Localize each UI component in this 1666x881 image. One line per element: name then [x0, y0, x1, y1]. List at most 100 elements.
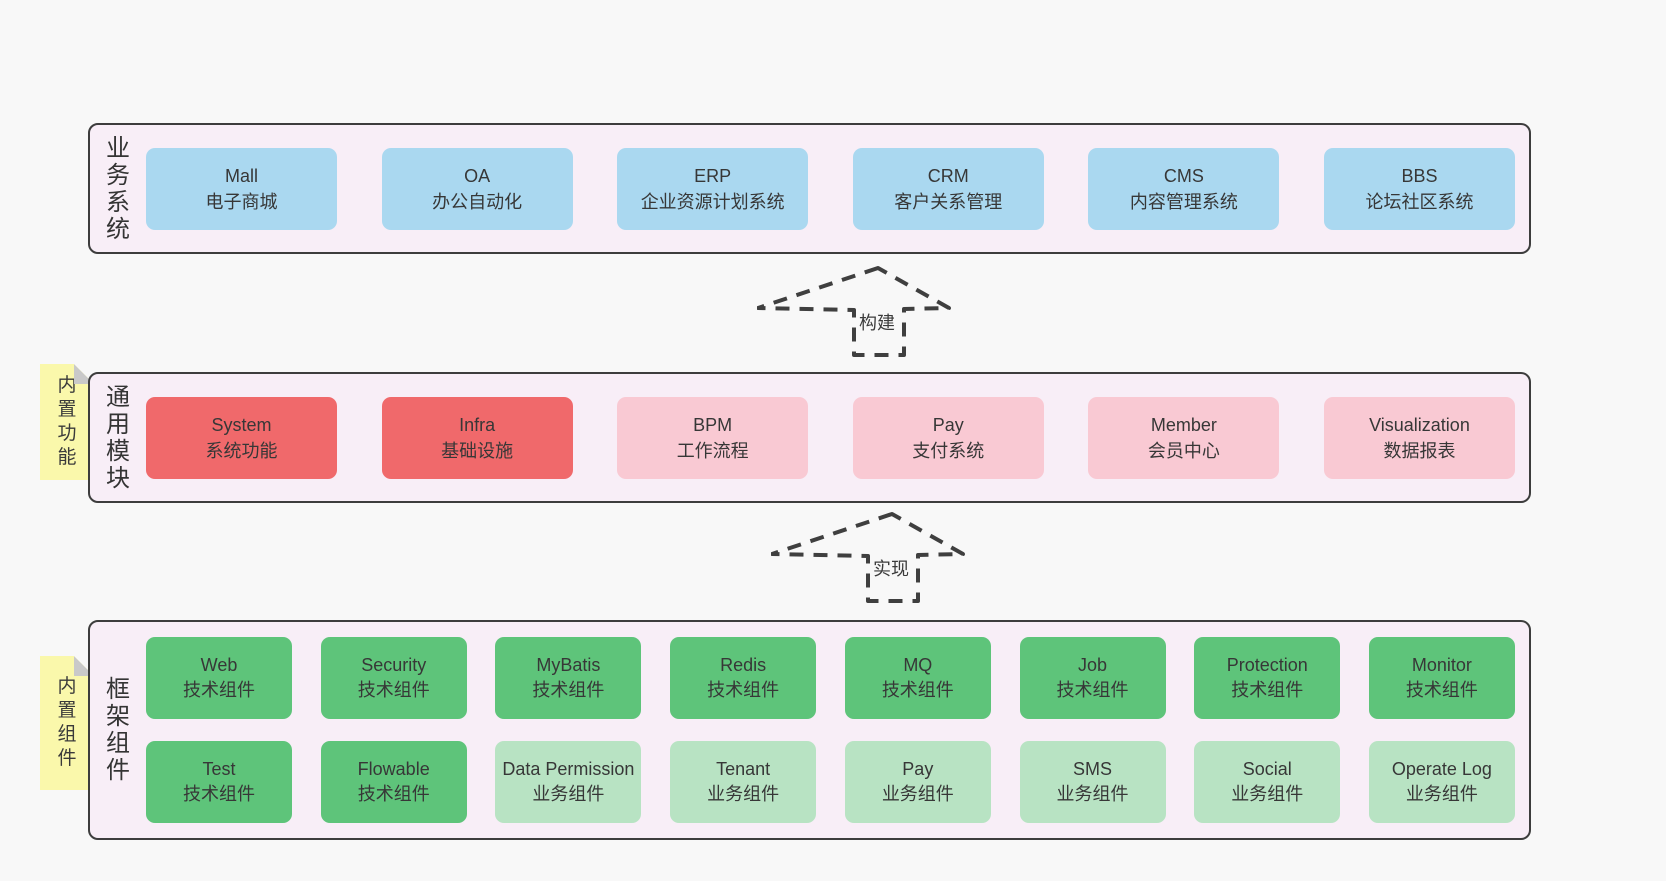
component-name-en: SMS	[1073, 759, 1113, 779]
component-name-en: Security	[361, 655, 427, 675]
component-cms: CMS 内容管理系统	[1088, 147, 1280, 230]
component-name-en: Mall	[224, 165, 258, 186]
tier-label-common-modules: 通用模块	[90, 374, 146, 501]
component-name-en: MyBatis	[536, 655, 601, 675]
component-name-zh: 技术组件	[881, 680, 954, 700]
build-arrow: 构建	[757, 264, 957, 360]
component-system: System 系统功能	[146, 396, 337, 479]
implement-arrow: 实现	[771, 510, 971, 606]
component-name-zh: 数据报表	[1383, 440, 1456, 461]
component-visualization: Visualization 数据报表	[1323, 396, 1515, 479]
component-mq: MQ 技术组件	[844, 637, 991, 719]
component-name-en: Pay	[932, 414, 964, 435]
component-name-zh: 办公自动化	[432, 191, 523, 212]
component-protection: Protection 技术组件	[1194, 637, 1341, 719]
component-name-zh: 技术组件	[1405, 680, 1478, 700]
component-name-en: Web	[200, 655, 238, 675]
component-name-zh: 技术组件	[357, 784, 430, 804]
tier-container: 框架组件 Web 技术组件 Security 技术组件 MyBatis 技术组件 Redis…	[88, 620, 1531, 840]
component-tenant: Tenant 业务组件	[670, 741, 817, 823]
build-arrow-label: 构建	[856, 309, 898, 335]
component-name-zh: 业务组件	[1056, 784, 1129, 804]
component-name-en: Flowable	[357, 759, 430, 779]
component-name-en: Monitor	[1411, 655, 1472, 675]
component-name-zh: 系统功能	[205, 440, 278, 461]
component-name-zh: 技术组件	[357, 680, 430, 700]
component-name-en: MQ	[903, 655, 933, 675]
component-name-zh: 技术组件	[183, 680, 255, 700]
component-name-en: Visualization	[1369, 414, 1470, 435]
component-monitor: Monitor 技术组件	[1368, 637, 1515, 719]
sticky-note-text: 内置功能	[57, 375, 77, 468]
component-name-en: Protection	[1226, 655, 1308, 675]
component-name-en: Tenant	[716, 759, 771, 779]
component-name-zh: 电子商城	[205, 191, 278, 212]
component-mybatis: MyBatis 技术组件	[495, 637, 642, 719]
component-security: Security 技术组件	[320, 637, 467, 719]
component-name-en: Data Permission	[502, 759, 635, 779]
component-name-zh: 技术组件	[532, 680, 605, 700]
component-data-permission: Data Permission 业务组件	[495, 741, 642, 823]
component-name-zh: 企业资源计划系统	[640, 191, 785, 212]
component-web: Web 技术组件	[146, 637, 292, 719]
component-name-en: Social	[1242, 759, 1292, 779]
component-name-zh: 业务组件	[707, 784, 780, 804]
component-bbs: BBS 论坛社区系统	[1323, 147, 1515, 230]
component-name-zh: 内容管理系统	[1129, 191, 1238, 212]
tier-label-text: 框架组件	[106, 676, 130, 784]
component-flowable: Flowable 技术组件	[320, 741, 467, 823]
component-name-zh: 技术组件	[1231, 680, 1304, 700]
component-name-en: CMS	[1163, 165, 1204, 186]
tier-label-framework-components: 框架组件	[90, 622, 146, 838]
component-name-zh: 业务组件	[1405, 784, 1478, 804]
component-test: Test 技术组件	[146, 741, 292, 823]
tier-label-business-systems: 业务系统	[90, 125, 146, 252]
component-name-en: Test	[202, 759, 236, 779]
component-name-zh: 基础设施	[441, 440, 514, 461]
component-name-zh: 客户关系管理	[894, 191, 1003, 212]
sticky-note-builtin-components: 内置组件	[40, 656, 94, 790]
component-name-en: Infra	[459, 414, 496, 435]
component-name-zh: 技术组件	[183, 784, 255, 804]
component-name-en: BBS	[1401, 165, 1438, 186]
component-name-en: Operate Log	[1391, 759, 1492, 779]
tier-label-text: 业务系统	[106, 134, 130, 243]
tier-label-text: 通用模块	[106, 383, 130, 492]
component-name-zh: 技术组件	[1056, 680, 1129, 700]
component-name-zh: 业务组件	[532, 784, 605, 804]
component-name-en: Member	[1150, 414, 1217, 435]
sticky-note-text: 内置组件	[57, 676, 77, 769]
component-name-en: System	[211, 414, 272, 435]
component-crm: CRM 客户关系管理	[852, 147, 1044, 230]
dashed-up-arrow-icon	[757, 266, 951, 357]
dashed-up-arrow-icon	[771, 512, 965, 603]
component-name-en: Pay	[902, 759, 934, 779]
component-sms: SMS 业务组件	[1019, 741, 1166, 823]
sticky-note-builtin-features: 内置功能	[40, 364, 94, 480]
component-name-en: CRM	[927, 165, 969, 186]
component-name-zh: 论坛社区系统	[1365, 191, 1474, 212]
component-infra: Infra 基础设施	[381, 396, 573, 479]
component-mall: Mall 电子商城	[146, 147, 337, 230]
